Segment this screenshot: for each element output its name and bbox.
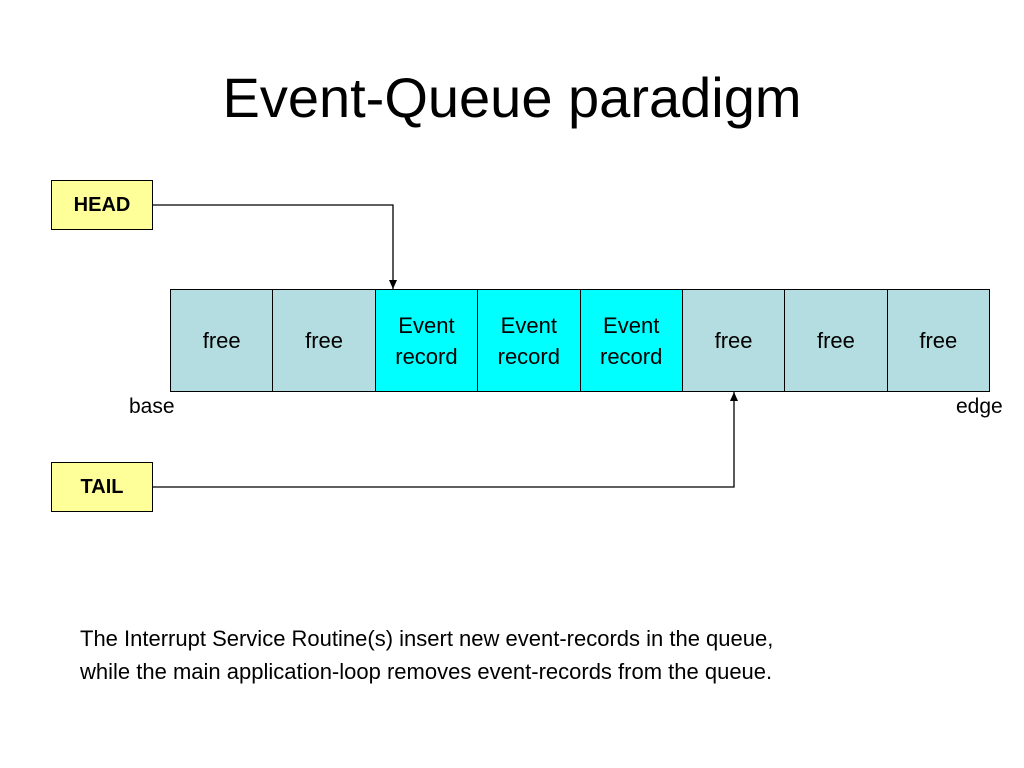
queue-cell-3: Event record bbox=[478, 290, 581, 391]
tail-pointer-box: TAIL bbox=[51, 462, 153, 512]
head-pointer-arrow bbox=[153, 204, 397, 289]
slide-title: Event-Queue paradigm bbox=[222, 66, 802, 129]
head-pointer-label: HEAD bbox=[73, 193, 131, 216]
caption-text: The Interrupt Service Routine(s) insert … bbox=[80, 622, 1000, 688]
queue-cell-5: free bbox=[682, 290, 786, 391]
queue-cell-7: free bbox=[887, 290, 989, 391]
head-pointer-box: HEAD bbox=[51, 180, 153, 230]
base-label: base bbox=[129, 395, 175, 418]
tail-pointer-label: TAIL bbox=[80, 475, 124, 498]
caption-line-2: while the main application-loop removes … bbox=[80, 659, 773, 684]
queue-cell-1: free bbox=[273, 290, 376, 391]
queue-cell-2: Event record bbox=[375, 290, 479, 391]
tail-pointer-arrow bbox=[153, 392, 738, 488]
queue-cell-4: Event record bbox=[580, 290, 683, 391]
queue-cell-6: free bbox=[785, 290, 888, 391]
queue-cell-0: free bbox=[171, 290, 274, 391]
queue-array: free free Event record Event record Even… bbox=[170, 289, 990, 392]
edge-label: edge bbox=[956, 395, 1003, 418]
caption-line-1: The Interrupt Service Routine(s) insert … bbox=[80, 626, 774, 651]
